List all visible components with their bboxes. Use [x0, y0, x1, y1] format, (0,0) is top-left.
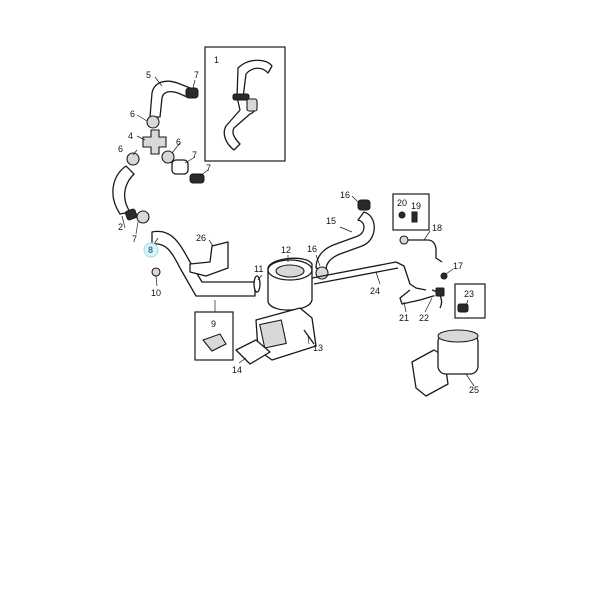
callout-6-c: 6: [176, 137, 181, 147]
fitting-20: [398, 211, 406, 219]
callout-24: 24: [370, 286, 380, 296]
line-21-group: [399, 287, 445, 309]
hose-5: [149, 80, 191, 118]
detail-frame-1: 1: [204, 46, 286, 162]
callout-11: 11: [254, 264, 263, 274]
callout-23: 23: [464, 289, 474, 299]
bolt-10: [151, 267, 161, 277]
callout-7-c: 7: [206, 163, 211, 173]
clamp-7-lower: [124, 208, 138, 221]
line-24-b: [313, 267, 399, 285]
callout-19: 19: [411, 201, 421, 211]
callout-25: 25: [469, 385, 479, 395]
callout-14: 14: [232, 365, 242, 375]
oring-11: [253, 275, 261, 293]
callout-5: 5: [146, 70, 151, 80]
callout-8: 8: [148, 245, 153, 255]
callout-7-d: 7: [132, 234, 137, 244]
tee-connector-4: [142, 129, 167, 155]
pump-assembly: [235, 257, 317, 365]
pump-flange: [259, 319, 287, 349]
pipe-8-body: [151, 230, 256, 297]
line-18-nut: [399, 235, 409, 245]
callout-9: 9: [211, 319, 216, 329]
line-24-a: [311, 261, 397, 279]
callout-7-a: 7: [194, 70, 199, 80]
clamp-6-right: [161, 150, 175, 164]
callout-10: 10: [151, 288, 161, 298]
leader-lines: [121, 76, 475, 387]
callout-1: 1: [214, 55, 219, 65]
line-24-bend: [395, 261, 427, 291]
bracket-26: [189, 241, 229, 277]
callout-4: 4: [128, 131, 133, 141]
line-18-group: [392, 193, 448, 280]
line-18: [404, 239, 443, 263]
callout-7-b: 7: [192, 150, 197, 160]
clamp-6-lower: [136, 210, 150, 224]
detail-clamp-a: [232, 93, 250, 101]
detail-frame-23: [454, 283, 486, 319]
hose-2: [112, 165, 135, 215]
callout-18: 18: [432, 223, 442, 233]
callout-6-b: 6: [118, 144, 123, 154]
callout-6-a: 6: [130, 109, 135, 119]
fitting-17: [440, 272, 448, 280]
detail-clamp-b: [246, 98, 258, 112]
line-24: [311, 261, 427, 291]
line-21: [399, 289, 441, 305]
bolt-13: [303, 329, 315, 345]
callout-8-highlight: 8: [143, 242, 159, 258]
clamp-7-right: [189, 173, 205, 184]
bracket-9: [202, 333, 227, 352]
clamp-6-top: [146, 115, 160, 129]
upper-hose-group: [112, 80, 205, 224]
callout-8-marker: [143, 242, 159, 258]
clamp-7-top: [185, 87, 199, 99]
detail-frame-9: [194, 311, 234, 361]
callout-16-a: 16: [307, 244, 317, 254]
callout-2: 2: [118, 222, 123, 232]
callout-20: 20: [397, 198, 407, 208]
callout-15: 15: [326, 216, 336, 226]
callout-21: 21: [399, 313, 409, 323]
callout-labels: 5 7 6 4 6 6 7 7 2 7 8 10 26 11 12 16 15 …: [118, 70, 479, 395]
accumulator-top: [437, 329, 479, 343]
clamp-6-left: [126, 152, 140, 166]
callout-26: 26: [196, 233, 206, 243]
accumulator-25: [411, 329, 479, 397]
callout-22: 22: [419, 313, 429, 323]
valve-23: [457, 303, 469, 313]
pipe-8: [151, 230, 256, 297]
gasket-14: [235, 339, 271, 365]
clamp-16-top: [357, 199, 371, 211]
fitting-22: [435, 287, 445, 297]
coupling-7-right: [171, 159, 189, 175]
fitting-19: [411, 211, 418, 223]
hose-15: [315, 211, 375, 271]
callout-12: 12: [281, 245, 291, 255]
pump-cap-12: [275, 264, 305, 278]
line-22: [431, 289, 443, 309]
callout-13: 13: [313, 343, 323, 353]
callout-16-b: 16: [340, 190, 350, 200]
callout-17: 17: [453, 261, 463, 271]
